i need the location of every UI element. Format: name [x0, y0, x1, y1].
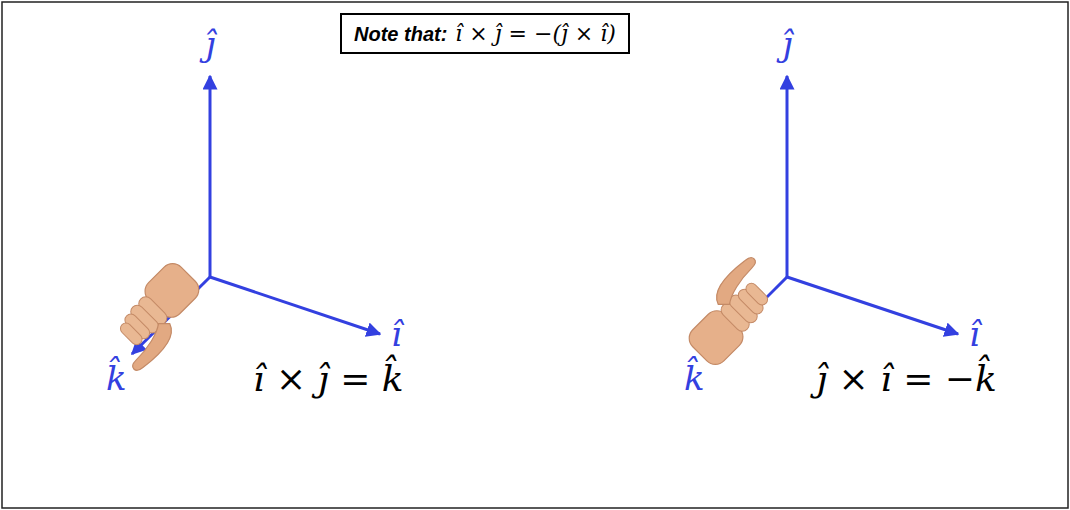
- j-axis: [209, 76, 212, 277]
- axis-label: k̂: [684, 358, 705, 398]
- axis-label: k̂: [106, 358, 127, 398]
- right-hand-icon: [98, 259, 213, 374]
- axis-label: î: [391, 314, 402, 354]
- j-axis: [786, 76, 789, 277]
- note-formula: î × ĵ = −(ĵ × î): [455, 21, 616, 46]
- cross-product-equation: î × ĵ = k̂: [253, 358, 404, 399]
- axis-label: ĵ: [205, 24, 216, 64]
- cross-product-equation: ĵ × î = −k̂: [816, 358, 997, 399]
- i-axis: [210, 277, 380, 334]
- note-heading: Note that:: [354, 23, 447, 46]
- i-axis: [787, 277, 958, 334]
- note-box: Note that: î × ĵ = −(ĵ × î): [340, 13, 630, 54]
- axis-label: î: [969, 314, 980, 354]
- right-hand-icon: [675, 254, 790, 369]
- axis-label: ĵ: [782, 24, 793, 64]
